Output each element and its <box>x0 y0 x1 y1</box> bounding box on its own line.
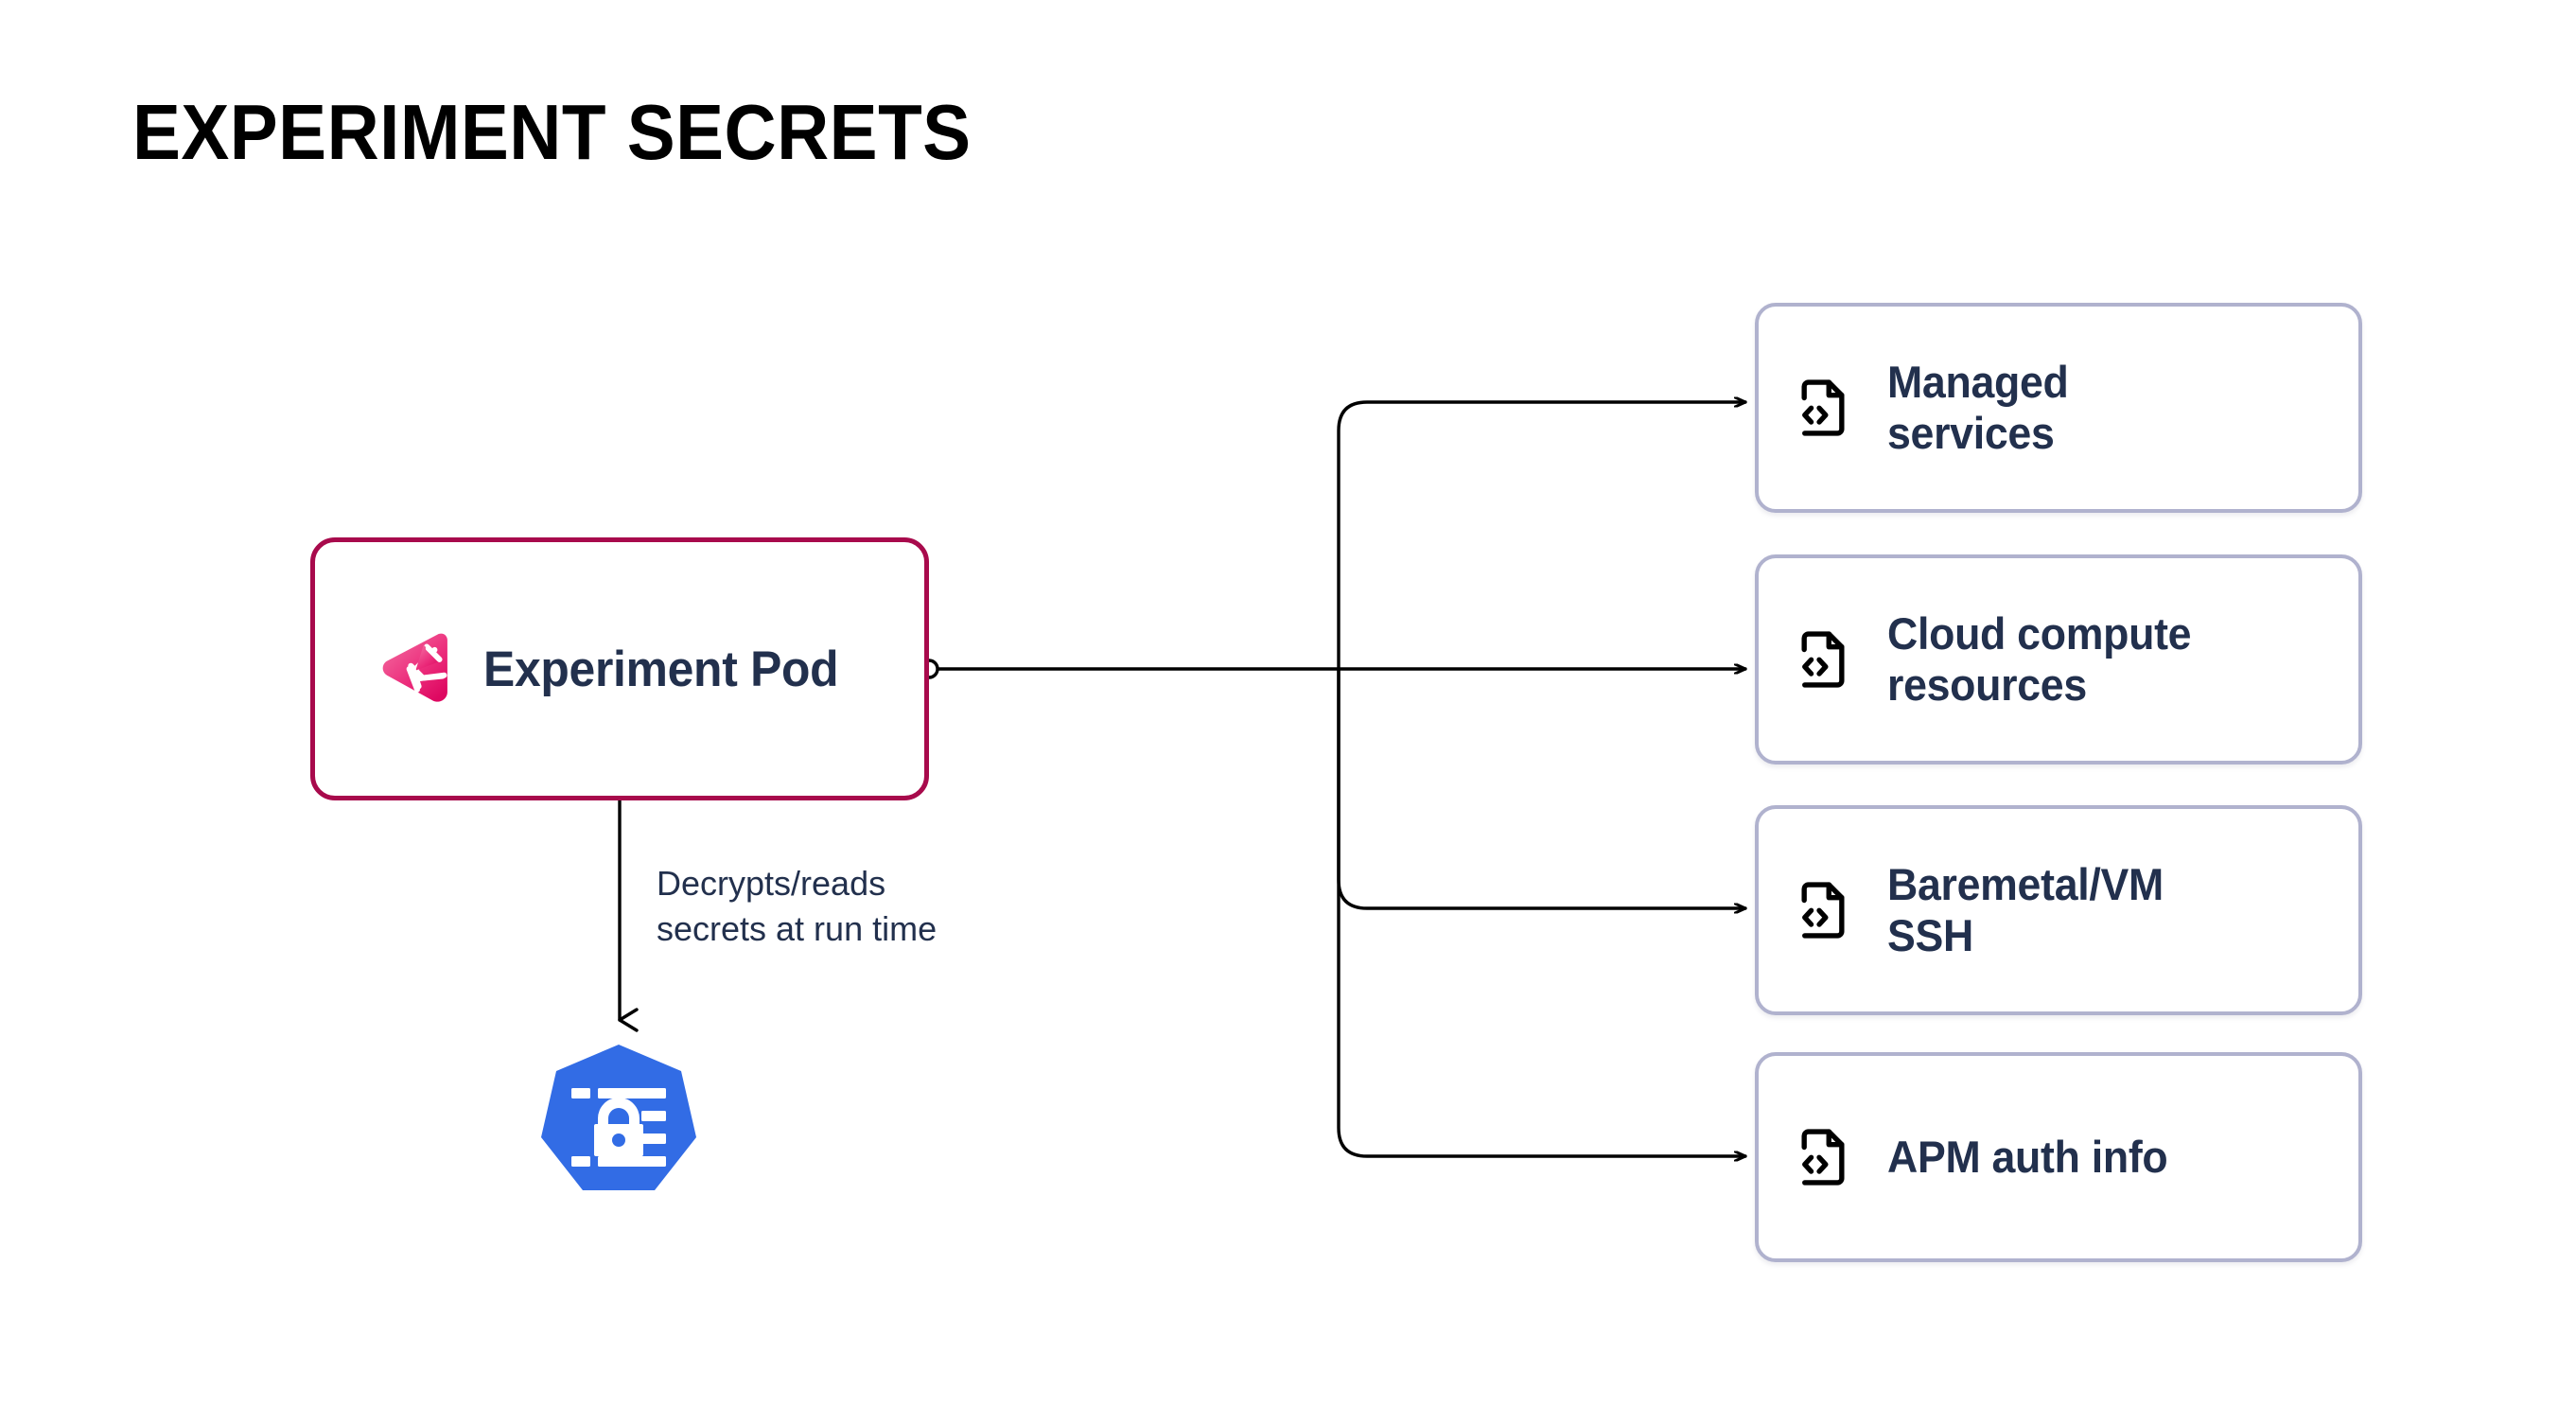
target-card-managed-services[interactable]: Managed services <box>1755 303 2362 513</box>
target-card-label: APM auth info <box>1887 1132 2168 1183</box>
target-card-label: Cloud compute resources <box>1887 608 2192 710</box>
connector-to-apm-auth <box>1337 667 1747 1156</box>
target-card-label-line1: Baremetal/VM <box>1887 859 2164 910</box>
target-card-label: Baremetal/VM SSH <box>1887 859 2164 960</box>
target-card-label: Managed services <box>1887 357 2069 458</box>
kubernetes-secret-node[interactable]: secret <box>535 1041 702 1221</box>
file-code-icon <box>1801 882 1845 939</box>
connector-trunk <box>919 659 1339 679</box>
experiment-pod-node[interactable]: Experiment Pod <box>310 537 929 800</box>
experiment-pod-logo-icon <box>383 633 448 702</box>
target-card-label-line1: APM auth info <box>1887 1132 2168 1183</box>
kubernetes-secret-label: secret <box>583 1189 655 1219</box>
target-card-label-line2: services <box>1887 408 2055 458</box>
decrypt-annotation-line1: Decrypts/reads <box>657 864 886 903</box>
target-card-label-line1: Cloud compute <box>1887 608 2192 659</box>
file-code-icon <box>1801 631 1845 688</box>
target-card-baremetal-vm-ssh[interactable]: Baremetal/VM SSH <box>1755 805 2362 1015</box>
target-card-label-line1: Managed <box>1887 357 2069 408</box>
file-code-icon <box>1801 1129 1845 1186</box>
decrypt-annotation: Decrypts/reads secrets at run time <box>657 861 1054 951</box>
kubernetes-secret-icon: secret <box>541 1045 696 1219</box>
file-code-icon <box>1801 379 1845 436</box>
page-title: EXPERIMENT SECRETS <box>132 88 972 176</box>
target-card-label-line2: SSH <box>1887 910 1973 960</box>
target-card-cloud-compute-resources[interactable]: Cloud compute resources <box>1755 554 2362 765</box>
decrypt-annotation-line2: secrets at run time <box>657 908 938 948</box>
target-card-apm-auth-info[interactable]: APM auth info <box>1755 1052 2362 1262</box>
target-card-label-line2: resources <box>1887 659 2087 710</box>
experiment-pod-label: Experiment Pod <box>483 641 839 697</box>
connector-to-managed-services <box>1337 402 1747 671</box>
connector-to-baremetal-ssh <box>1337 667 1747 908</box>
